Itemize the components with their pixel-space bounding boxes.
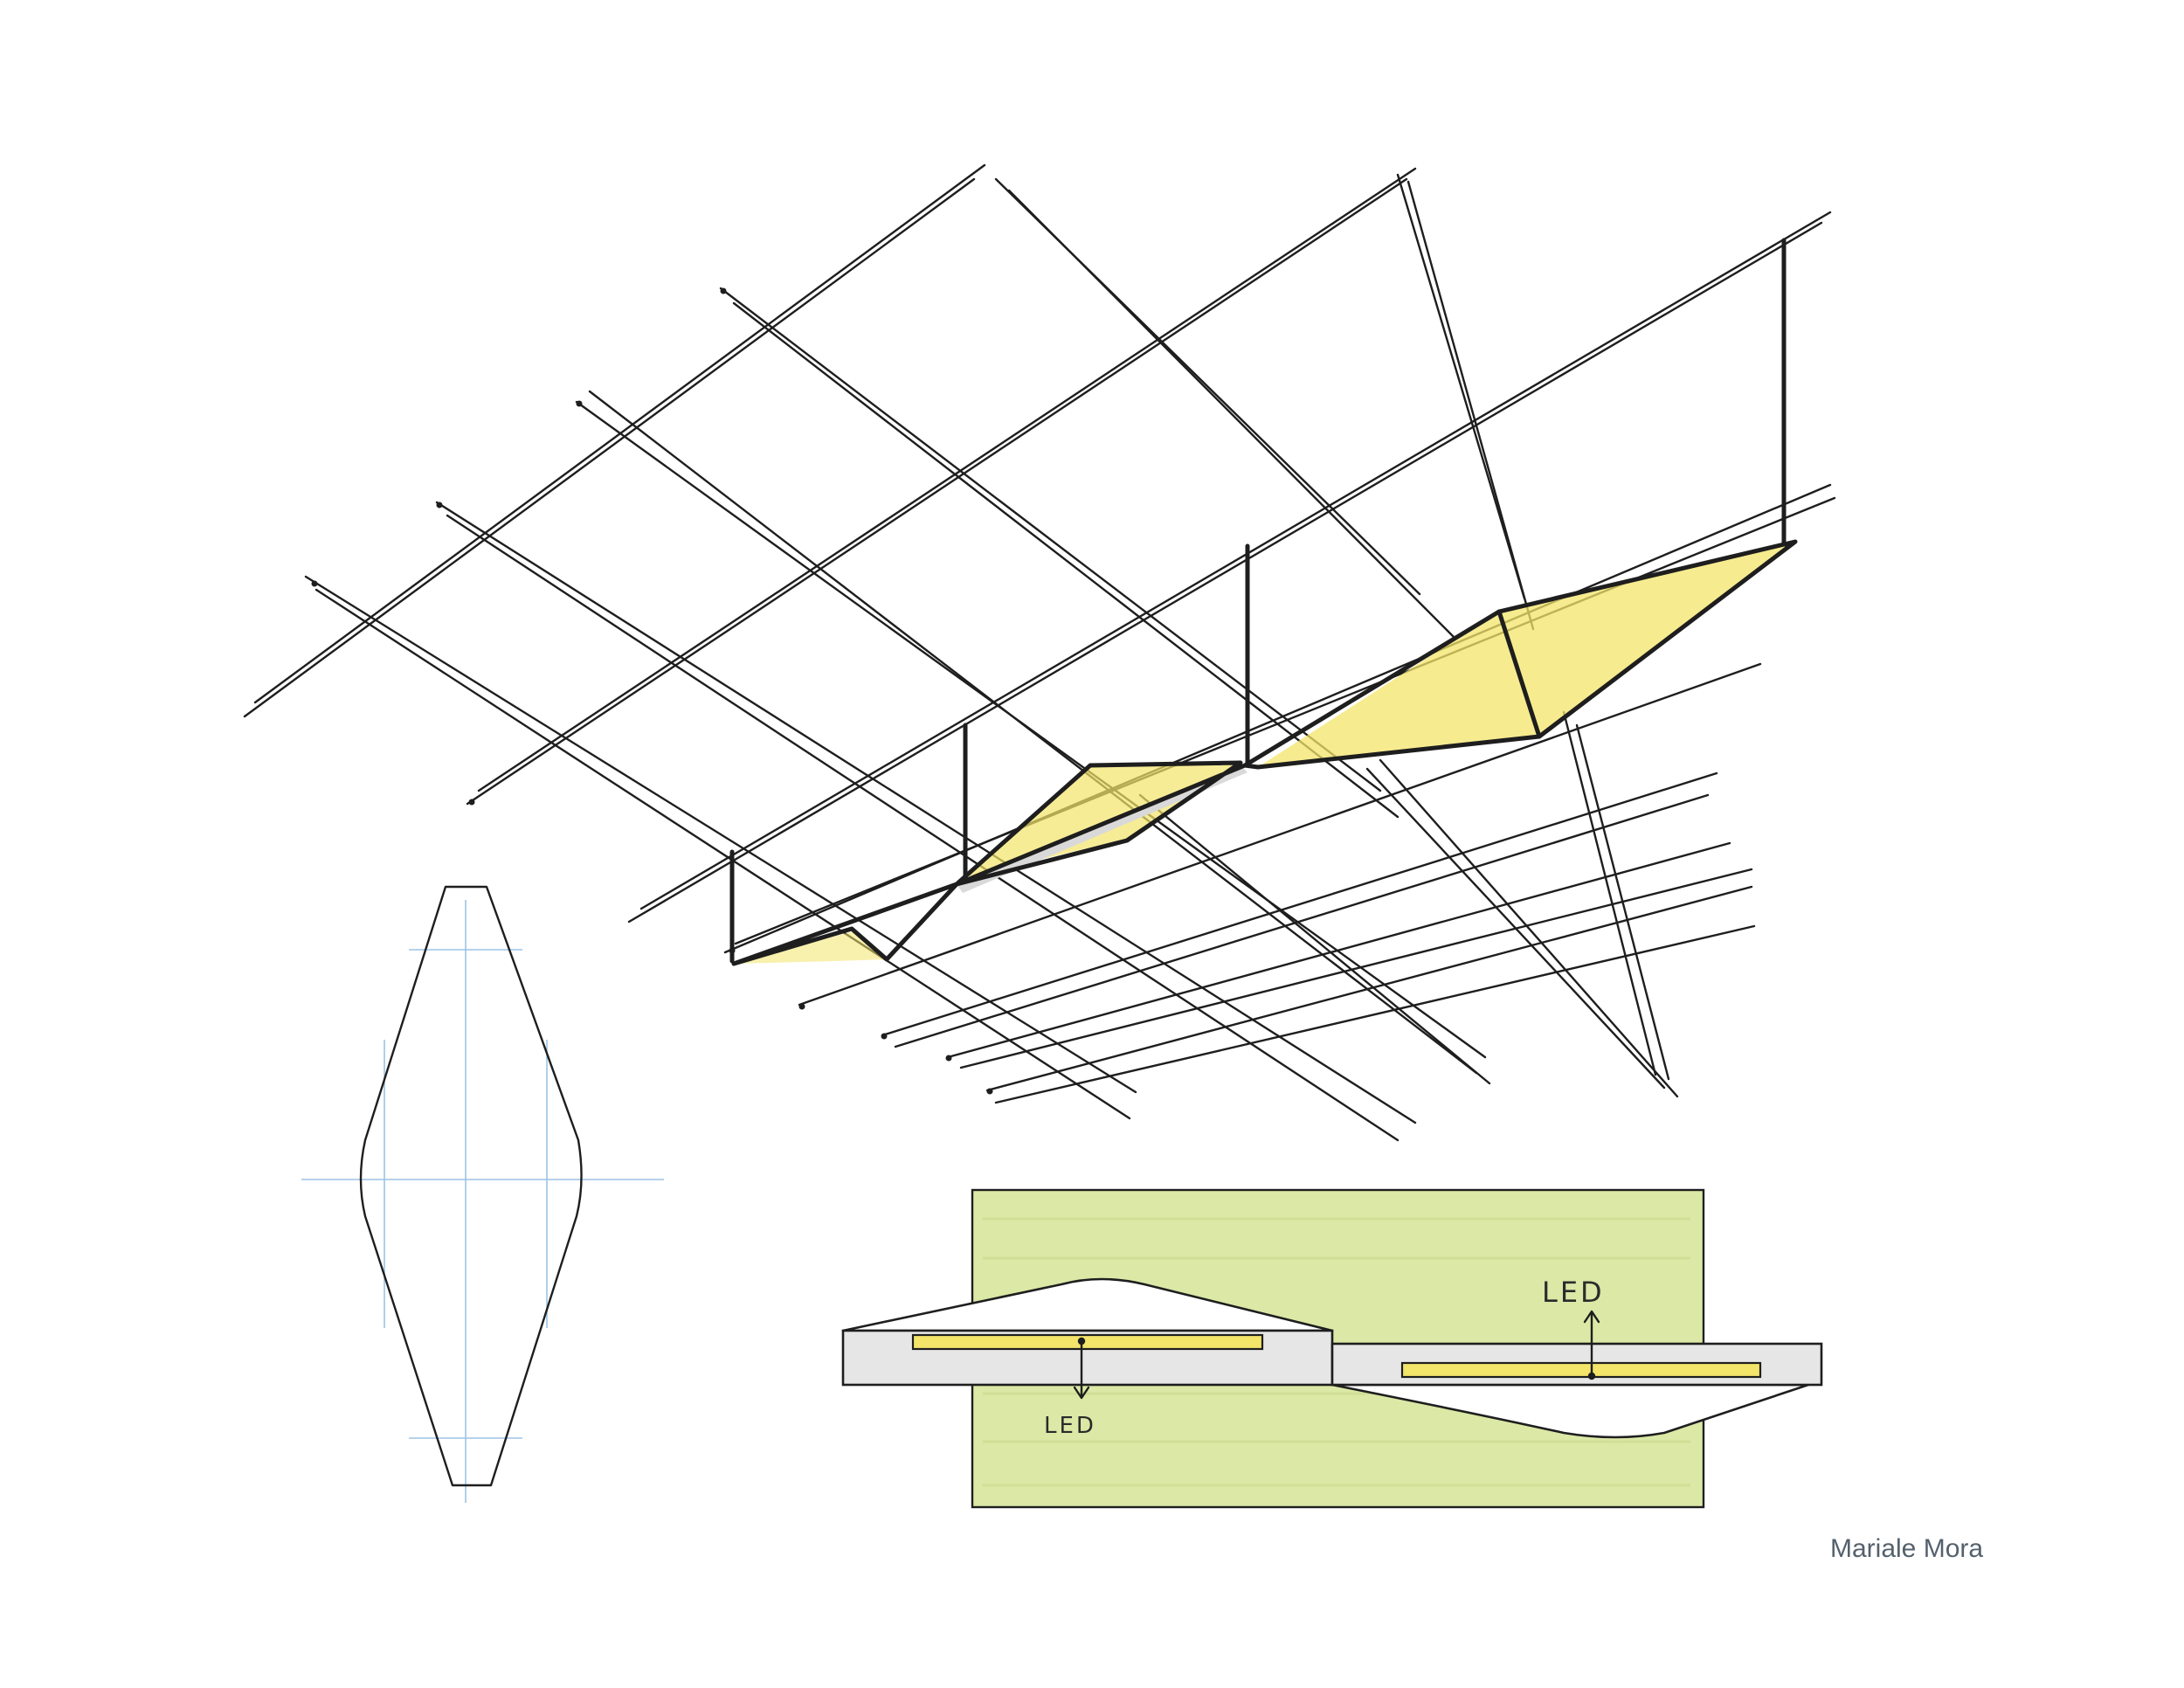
plan-view [301,885,664,1503]
pendant-luminaire [731,539,1798,966]
led-label-lower: LED [1044,1413,1096,1439]
led-strip-downlight [911,1333,1264,1351]
led-strip-uplight [1400,1361,1762,1379]
ceiling-grid [243,163,1836,1142]
plan-guides [301,900,664,1503]
light-glow-mid [961,763,1241,878]
light-glow-large [1258,542,1795,767]
diamond-outline [359,885,583,1487]
section-view: LED LED [841,1188,1823,1509]
artist-credit: Mariale Mora [1830,1534,1983,1563]
led-arrow-down [1073,1337,1090,1400]
upper-wing [841,1277,1334,1332]
lower-wing [1330,1383,1810,1439]
led-arrow-up [1583,1310,1600,1380]
led-label-upper: LED [1542,1276,1605,1309]
light-glow-small [734,930,887,964]
suspension-cables [729,238,1787,964]
perspective-view [243,163,1836,1142]
diffuser-strip [957,765,1248,893]
